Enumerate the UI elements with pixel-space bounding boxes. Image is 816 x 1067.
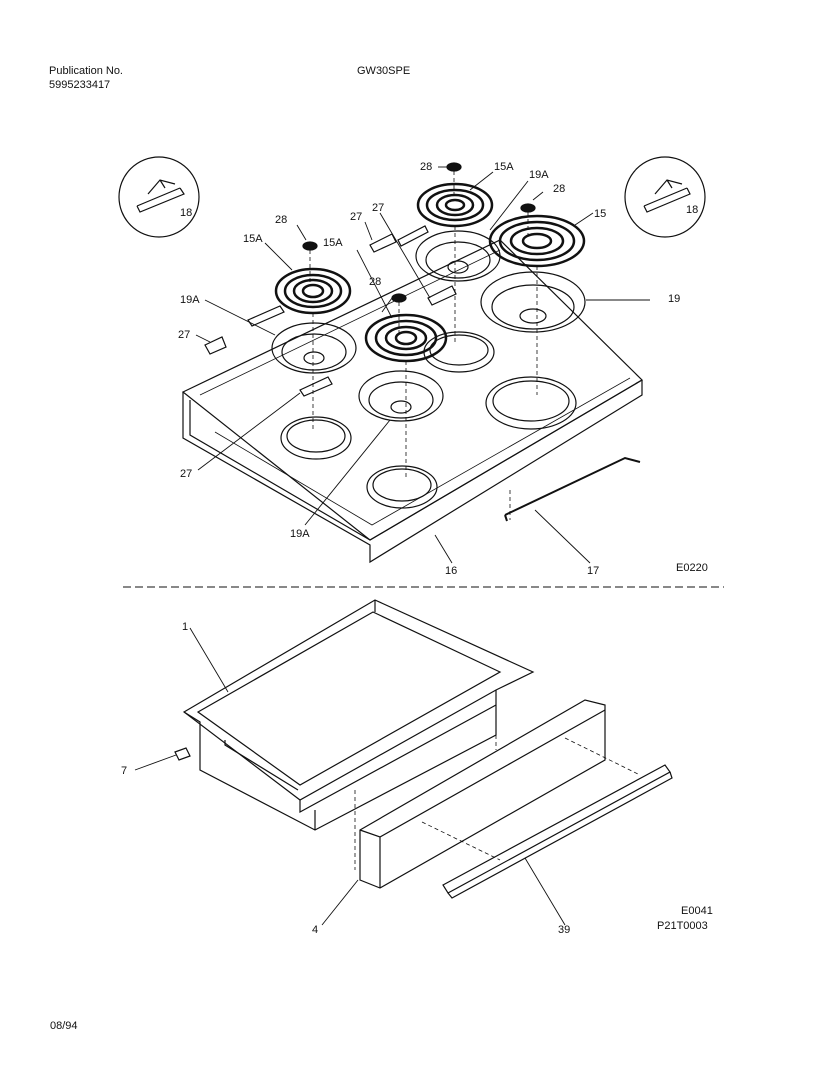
surface-element-right-large [488, 214, 586, 268]
receptacles [204, 225, 457, 397]
surface-element-left [274, 267, 352, 315]
drawer-leaders [134, 627, 566, 926]
callout-17: 17 [587, 565, 600, 577]
center-lines [309, 171, 538, 520]
cooktop-body [181, 239, 643, 564]
callout-27-a: 27 [350, 211, 363, 223]
model-number: GW30SPE [357, 65, 411, 77]
callout-19A-bottom: 19A [290, 528, 310, 540]
callout-15A-top: 15A [494, 161, 514, 173]
figure-code-drawer: E0041 [681, 905, 713, 917]
drawer-handle [442, 764, 673, 899]
callout-39: 39 [558, 924, 571, 936]
surface-element-back [416, 182, 494, 228]
drip-bowl-left [271, 322, 357, 374]
callout-15A-left: 15A [243, 233, 263, 245]
figure-code-cooktop: E0220 [676, 562, 708, 574]
drip-bowl-right-large [480, 271, 586, 333]
callout-28-top: 28 [420, 161, 433, 173]
callout-18-right: 18 [686, 204, 699, 216]
drawing-code: P21T0003 [657, 920, 708, 932]
callout-16: 16 [445, 565, 458, 577]
rod-17 [504, 456, 641, 522]
callout-15: 15 [594, 208, 607, 220]
callout-1: 1 [182, 621, 189, 633]
drawer-glide [174, 747, 191, 761]
callout-18-left: 18 [180, 207, 193, 219]
drawer-front [359, 699, 606, 889]
detail-circle-right [624, 156, 706, 238]
callout-19A-top: 19A [529, 169, 549, 181]
callout-27-left: 27 [178, 329, 191, 341]
callout-28-mid: 28 [369, 276, 382, 288]
callout-19A-left: 19A [180, 294, 200, 306]
callout-28-left: 28 [275, 214, 288, 226]
callout-7: 7 [121, 765, 128, 777]
publication-label: Publication No. [49, 65, 123, 77]
callout-27-b: 27 [372, 202, 385, 214]
cooktop-leaders [195, 166, 650, 564]
callout-4: 4 [312, 924, 319, 936]
drawer-body [182, 599, 535, 831]
publication-number: 5995233417 [49, 79, 111, 91]
callout-19: 19 [668, 293, 681, 305]
detail-circle-left [118, 156, 200, 238]
callout-15A-mid: 15A [323, 237, 343, 249]
callout-28-right: 28 [553, 183, 566, 195]
callout-27-bottom: 27 [180, 468, 193, 480]
drawer-center-lines [354, 700, 641, 870]
date-code: 08/94 [50, 1020, 78, 1032]
trim-caps [302, 162, 536, 303]
drip-bowl-center [358, 370, 444, 422]
